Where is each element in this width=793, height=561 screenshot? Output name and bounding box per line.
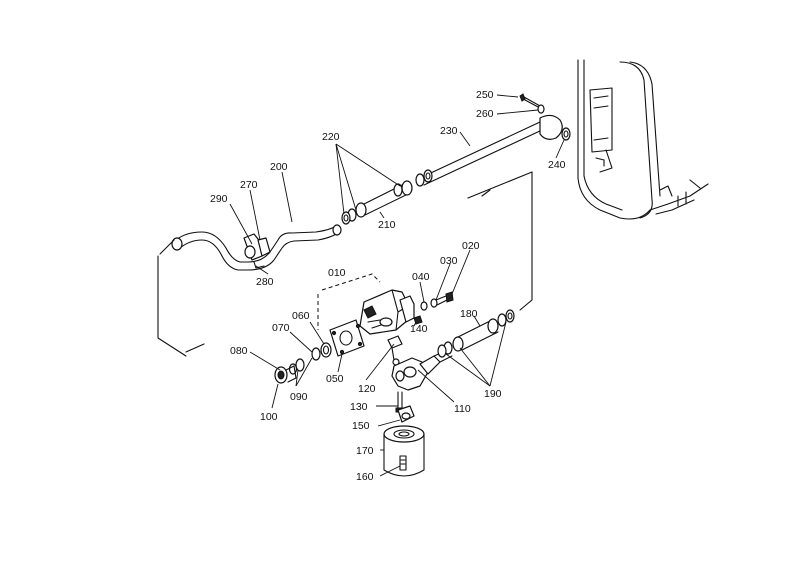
label-250: 250 [476,89,494,101]
label-050: 050 [326,373,344,385]
label-150: 150 [352,420,370,432]
washer-090 [288,358,305,375]
tank-frame [577,59,709,220]
washer-030 [430,298,438,308]
o-ring-070 [311,347,321,361]
label-240: 240 [548,159,566,171]
label-280: 280 [256,276,274,288]
label-220: 220 [322,131,340,143]
label-290: 290 [210,193,228,205]
label-210: 210 [378,219,396,231]
gasket-050 [329,319,365,357]
label-020: 020 [462,240,480,252]
bolt-250 [519,93,541,109]
label-160: 160 [356,471,374,483]
coupling-100 [274,365,297,384]
pipe-200 [171,224,342,271]
union-120 [387,335,403,366]
clamp-190 [437,309,515,358]
pipe-230 [419,114,571,186]
label-090: 090 [290,391,308,403]
label-040: 040 [412,271,430,283]
hose-180 [452,318,499,352]
label-060: 060 [292,310,310,322]
label-110: 110 [454,403,471,415]
bolt-020 [435,291,454,306]
label-140: 140 [410,323,428,335]
label-270: 270 [240,179,258,191]
leader-lines [229,94,565,477]
adapter-150 [397,405,415,423]
label-260: 260 [476,108,494,120]
label-200: 200 [270,161,288,173]
filter-head-110 [391,349,453,391]
o-ring-060 [320,342,332,358]
label-130: 130 [350,401,368,413]
label-230: 230 [440,125,458,137]
hose-210 [341,180,413,225]
label-080: 080 [230,345,248,357]
part-labels: 250 260 230 240 220 200 270 290 210 280 … [210,89,566,483]
label-120: 120 [358,383,376,395]
label-190: 190 [484,388,502,400]
clamp-220-upper [415,169,433,187]
washer-040 [420,301,428,311]
hydraulic-pump-010 [359,289,415,335]
oil-filter-170 [383,425,425,477]
label-010: 010 [328,267,346,279]
label-100: 100 [260,411,278,423]
label-030: 030 [440,255,458,267]
pump-outline-010 [317,273,381,330]
filter-label-160 [399,455,407,471]
label-180: 180 [460,308,478,320]
label-070: 070 [272,322,290,334]
label-170: 170 [356,445,374,457]
guide-lines [157,171,533,357]
washer-260 [537,104,545,114]
